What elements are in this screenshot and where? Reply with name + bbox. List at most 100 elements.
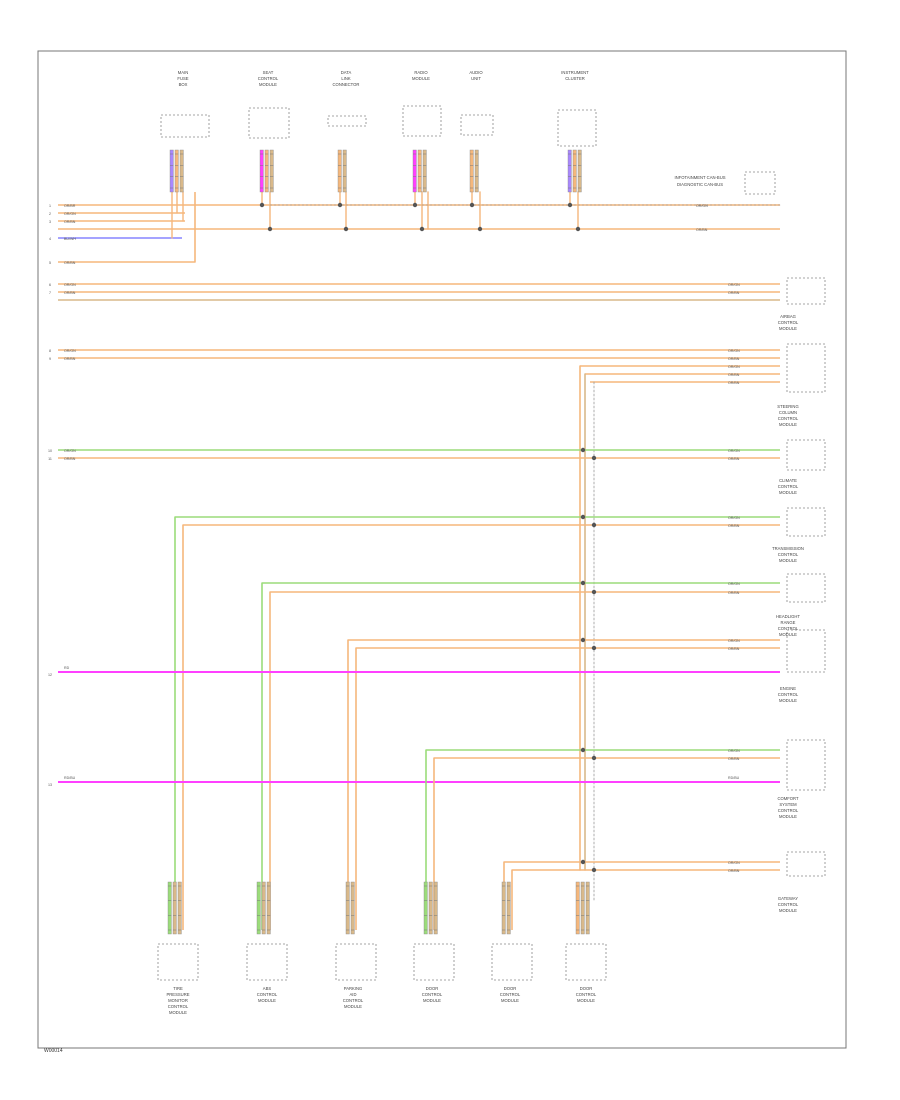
pin-number: 4 xyxy=(49,237,51,241)
splice-dot xyxy=(591,455,597,461)
bus-box xyxy=(744,171,776,195)
right-module-label: MODULE xyxy=(779,326,797,331)
splice-dot xyxy=(337,202,343,208)
wire-label: RD/BU xyxy=(64,776,76,780)
pin-number: 5 xyxy=(49,261,51,265)
wire-label: OR/GN xyxy=(696,204,708,208)
right-module-label: TRANSMISSION xyxy=(772,546,804,551)
pin-number: 9 xyxy=(49,357,51,361)
right-module-label: MODULE xyxy=(779,558,797,563)
top-connector xyxy=(337,149,342,193)
trans-wire xyxy=(182,524,780,930)
pin-number: 12 xyxy=(48,673,52,677)
splice-dot xyxy=(591,755,597,761)
top-connector xyxy=(412,149,417,193)
splice-dot xyxy=(419,226,425,232)
bottom-module-label: MODULE xyxy=(169,1010,187,1015)
right-module-label: CONTROL xyxy=(778,416,799,421)
wire-label: OR/GN xyxy=(64,349,76,353)
top-module-box xyxy=(460,114,494,136)
top-connector xyxy=(417,149,422,193)
diag-wire xyxy=(58,192,196,263)
bottom-connector xyxy=(266,881,271,935)
top-module-label: CONTROL xyxy=(258,76,279,81)
top-module-label: UNIT xyxy=(471,76,481,81)
splice-dot xyxy=(412,202,418,208)
bottom-connector xyxy=(345,881,350,935)
top-module-label: DATA xyxy=(341,70,352,75)
splice-dot xyxy=(477,226,483,232)
headlight-wire xyxy=(269,591,780,930)
bottom-module-box xyxy=(335,943,377,981)
pin-number: 8 xyxy=(49,349,51,353)
right-module-label: MODULE xyxy=(779,698,797,703)
right-module-label: GATEWAY xyxy=(778,896,798,901)
diagram-code: W00014 xyxy=(44,1048,63,1054)
right-module-box xyxy=(786,343,826,393)
bottom-connector xyxy=(177,881,182,935)
splice-dot xyxy=(591,589,597,595)
bottom-module-label: MODULE xyxy=(577,998,595,1003)
splice-dot xyxy=(580,447,586,453)
top-connector xyxy=(269,149,274,193)
pin-number: 1 xyxy=(49,204,51,208)
engine-wire xyxy=(347,639,780,930)
bottom-module-label: ABS xyxy=(263,986,272,991)
bottom-module-label: MODULE xyxy=(501,998,519,1003)
right-module-box xyxy=(786,277,826,305)
wire-label: OR/BN xyxy=(64,261,76,265)
bottom-connector xyxy=(501,881,506,935)
splice-dot xyxy=(580,747,586,753)
right-module-label: CONTROL xyxy=(778,320,799,325)
pin-number: 13 xyxy=(48,783,52,787)
top-module-box xyxy=(327,115,367,127)
bottom-module-label: CONTROL xyxy=(343,998,364,1003)
top-module-label: BOX xyxy=(179,82,188,87)
pin-number: 6 xyxy=(49,283,51,287)
right-module-label: HEADLIGHT xyxy=(776,614,800,619)
bottom-module-label: TIRE xyxy=(173,986,183,991)
bottom-module-box xyxy=(246,943,288,981)
wire-label: OR/BN xyxy=(728,524,740,528)
right-module-box xyxy=(786,851,826,877)
right-module-label: COMFORT xyxy=(777,796,799,801)
bottom-module-label: PARKING xyxy=(344,986,363,991)
wire-label: OR/BN xyxy=(64,457,76,461)
right-module-label: CONTROL xyxy=(778,902,799,907)
bottom-module-label: DOOR xyxy=(426,986,439,991)
wire-label: OR/BR xyxy=(64,204,76,208)
label-layer: MAINFUSEBOXSEATCONTROLMODULEDATALINKCONN… xyxy=(48,70,804,1015)
top-connector xyxy=(577,149,582,193)
bottom-module-label: DOOR xyxy=(580,986,593,991)
wire-label: RD xyxy=(64,666,70,670)
top-module-label: CLUSTER xyxy=(565,76,585,81)
wire-label: OR/GN xyxy=(64,212,76,216)
splice-dot xyxy=(343,226,349,232)
wire-label: OR/BN xyxy=(64,357,76,361)
right-module-label: MODULE xyxy=(779,908,797,913)
top-module-box xyxy=(248,107,290,139)
bottom-module-label: MONITOR xyxy=(168,998,188,1003)
wire-label: OR/GN xyxy=(64,449,76,453)
bottom-connector xyxy=(585,881,590,935)
wire-label: OR/GN xyxy=(728,582,740,586)
splice-dot xyxy=(259,202,265,208)
top-module-label: LINK xyxy=(341,76,351,81)
wire-label: OR/BN xyxy=(728,373,740,377)
splice-dot xyxy=(580,637,586,643)
wire-label: OR/BN xyxy=(64,220,76,224)
comfort-wire xyxy=(425,749,780,930)
top-module-label: MODULE xyxy=(412,76,430,81)
splice-dot xyxy=(580,859,586,865)
top-module-label: MODULE xyxy=(259,82,277,87)
wire-label: OR/GN xyxy=(728,365,740,369)
engine-wire xyxy=(355,647,780,930)
bottom-connector xyxy=(423,881,428,935)
bottom-module-label: AID xyxy=(350,992,357,997)
wire-label: OR/GN xyxy=(728,639,740,643)
wire-label: OR/BN xyxy=(64,291,76,295)
wire-label: OR/BN xyxy=(696,228,708,232)
wire-label: OR/GN xyxy=(728,861,740,865)
bottom-module-label: MODULE xyxy=(344,1004,362,1009)
